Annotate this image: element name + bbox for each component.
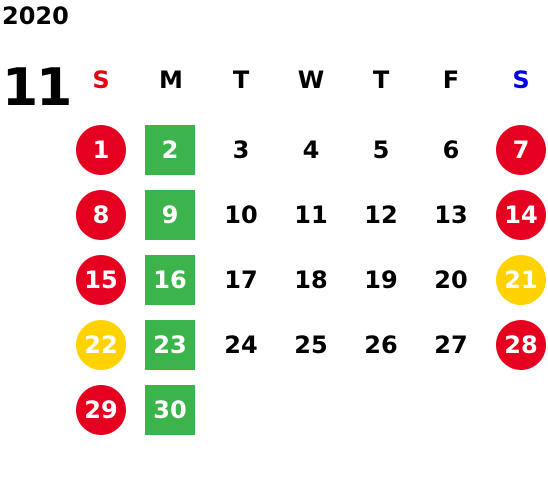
day-cell-14[interactable]: 14 [496, 190, 546, 240]
day-cell-12[interactable]: 12 [364, 201, 398, 229]
day-cell-20[interactable]: 20 [434, 266, 468, 294]
weekday-tue: T [232, 66, 250, 94]
day-cell-16[interactable]: 16 [145, 255, 195, 305]
day-cell-7[interactable]: 7 [496, 125, 546, 175]
day-cell-4[interactable]: 4 [302, 136, 320, 164]
year-label: 2020 [2, 2, 69, 30]
day-cell-19[interactable]: 19 [364, 266, 398, 294]
day-cell-9[interactable]: 9 [145, 190, 195, 240]
day-cell-27[interactable]: 27 [434, 331, 468, 359]
day-cell-21[interactable]: 21 [496, 255, 546, 305]
weekday-sat: S [512, 66, 530, 94]
day-cell-24[interactable]: 24 [224, 331, 258, 359]
day-cell-18[interactable]: 18 [294, 266, 328, 294]
weekday-sun: S [92, 66, 110, 94]
day-cell-26[interactable]: 26 [364, 331, 398, 359]
day-cell-13[interactable]: 13 [434, 201, 468, 229]
day-cell-17[interactable]: 17 [224, 266, 258, 294]
day-cell-3[interactable]: 3 [232, 136, 250, 164]
day-cell-8[interactable]: 8 [76, 190, 126, 240]
day-cell-29[interactable]: 29 [76, 385, 126, 435]
day-cell-5[interactable]: 5 [372, 136, 390, 164]
weekday-fri: F [442, 66, 460, 94]
weekday-mon: M [159, 66, 183, 94]
day-cell-28[interactable]: 28 [496, 320, 546, 370]
day-cell-25[interactable]: 25 [294, 331, 328, 359]
day-cell-30[interactable]: 30 [145, 385, 195, 435]
day-cell-11[interactable]: 11 [294, 201, 328, 229]
weekday-thu: T [372, 66, 390, 94]
day-cell-22[interactable]: 22 [76, 320, 126, 370]
day-cell-2[interactable]: 2 [145, 125, 195, 175]
day-cell-15[interactable]: 15 [76, 255, 126, 305]
day-cell-1[interactable]: 1 [76, 125, 126, 175]
weekday-wed: W [297, 66, 325, 94]
day-cell-10[interactable]: 10 [224, 201, 258, 229]
day-cell-6[interactable]: 6 [442, 136, 460, 164]
day-cell-23[interactable]: 23 [145, 320, 195, 370]
month-number: 11 [2, 58, 72, 118]
